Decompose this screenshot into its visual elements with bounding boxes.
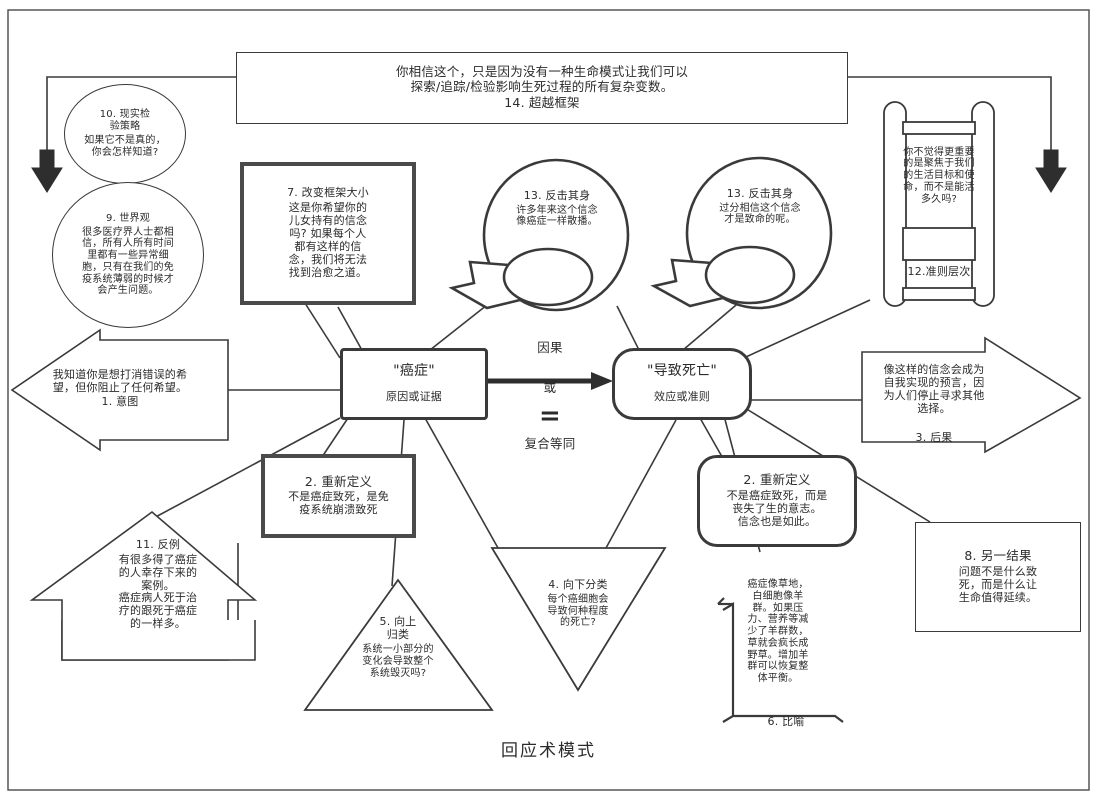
page-title: 回应术模式 — [0, 736, 1097, 761]
shape-intent-arrow — [10, 328, 229, 452]
node-center-cancer-line2: 原因或证据 — [386, 390, 442, 403]
node-center-cancer[interactable]: "癌症" 原因或证据 — [340, 348, 488, 420]
node-10-heading: 10. 现实检 验策略 — [99, 109, 151, 133]
node-2b-body: 不是癌症致死，而是 丧失了生的意志。 信念也是如此。 — [726, 488, 828, 528]
down-arrow-left — [31, 149, 63, 193]
shape-counterexample-arrow — [29, 510, 258, 661]
node-2a-text: 2. 重新定义 不是癌症致死，是免 疫系统崩溃致死 — [288, 473, 389, 518]
node-7-change-frame-size[interactable]: 7. 改变框架大小 这是你希望你的 儿女持有的信念 吗? 如果每个人 都有这样的… — [240, 162, 416, 305]
node-9-text: 9. 世界观 很多医疗界人士都相 信，所有人所有时间 里都有一些异常细 胞，只有… — [76, 213, 180, 298]
node-2a-redefine[interactable]: 2. 重新定义 不是癌症致死，是免 疫系统崩溃致死 — [261, 454, 416, 538]
node-8-text: 8. 另一结果 问题不是什么致 死，而是什么让 生命值得延续。 — [958, 548, 1038, 605]
node-10-reality-strategy[interactable]: 10. 现实检 验策略 如果它不是真的， 你会怎样知道? — [64, 84, 186, 184]
node-8-another-outcome[interactable]: 8. 另一结果 问题不是什么致 死，而是什么让 生命值得延续。 — [915, 522, 1081, 632]
node-center-causes-death-text: "导致死亡" 效应或准则 — [647, 363, 717, 404]
shape-bubble-13b — [650, 156, 833, 310]
shape-consequence-arrow — [861, 336, 1082, 454]
down-arrow-right — [1035, 149, 1067, 193]
node-9-worldview[interactable]: 9. 世界观 很多医疗界人士都相 信，所有人所有时间 里都有一些异常细 胞，只有… — [52, 182, 204, 328]
node-2b-redefine[interactable]: 2. 重新定义 不是癌症致死，而是 丧失了生的意志。 信念也是如此。 — [697, 455, 857, 547]
shape-metaphor-bracket — [717, 597, 844, 723]
node-8-heading: 8. 另一结果 — [964, 548, 1032, 564]
node-2b-text: 2. 重新定义 不是癌症致死，而是 丧失了生的意志。 信念也是如此。 — [726, 472, 828, 529]
node-7-body: 这是你希望你的 儿女持有的信念 吗? 如果每个人 都有这样的信 念，我们将无法 … — [288, 201, 368, 279]
shape-criteria-ladder — [883, 101, 995, 307]
node-2a-body: 不是癌症致死，是免 疫系统崩溃致死 — [288, 490, 389, 517]
node-2b-heading: 2. 重新定义 — [743, 472, 811, 488]
node-14-text: 你相信这个，只是因为没有一种生命模式让我们可以 探索/追踪/检验影响生死过程的所… — [395, 63, 689, 111]
node-14-beyond-frame[interactable]: 你相信这个，只是因为没有一种生命模式让我们可以 探索/追踪/检验影响生死过程的所… — [236, 52, 848, 124]
page-title-text: 回应术模式 — [501, 741, 596, 761]
shape-bubble-13a — [448, 158, 630, 312]
node-center-death-line1: "导致死亡" — [646, 363, 718, 380]
node-9-body: 很多医疗界人士都相 信，所有人所有时间 里都有一些异常细 胞，只有在我们的免 疫… — [82, 226, 174, 297]
shape-chunk-up-triangle — [303, 578, 494, 711]
node-9-heading: 9. 世界观 — [106, 212, 150, 224]
node-14-body: 你相信这个，只是因为没有一种生命模式让我们可以 探索/追踪/检验影响生死过程的所… — [395, 63, 689, 94]
node-10-body: 如果它不是真的， 你会怎样知道? — [84, 135, 166, 158]
node-2a-heading: 2. 重新定义 — [304, 473, 373, 489]
node-center-causes-death[interactable]: "导致死亡" 效应或准则 — [612, 348, 752, 420]
shape-chunk-down-triangle — [490, 547, 667, 692]
node-center-cancer-text: "癌症" 原因或证据 — [386, 363, 442, 404]
node-7-heading: 7. 改变框架大小 — [287, 186, 369, 200]
node-center-cancer-line1: "癌症" — [393, 363, 435, 380]
node-14-heading: 14. 超越框架 — [504, 95, 580, 111]
node-7-text: 7. 改变框架大小 这是你希望你的 儿女持有的信念 吗? 如果每个人 都有这样的… — [287, 186, 369, 280]
node-10-text: 10. 现实检 验策略 如果它不是真的， 你会怎样知道? — [84, 109, 166, 158]
node-center-death-line2: 效应或准则 — [654, 390, 710, 403]
node-8-body: 问题不是什么致 死，而是什么让 生命值得延续。 — [958, 564, 1038, 604]
